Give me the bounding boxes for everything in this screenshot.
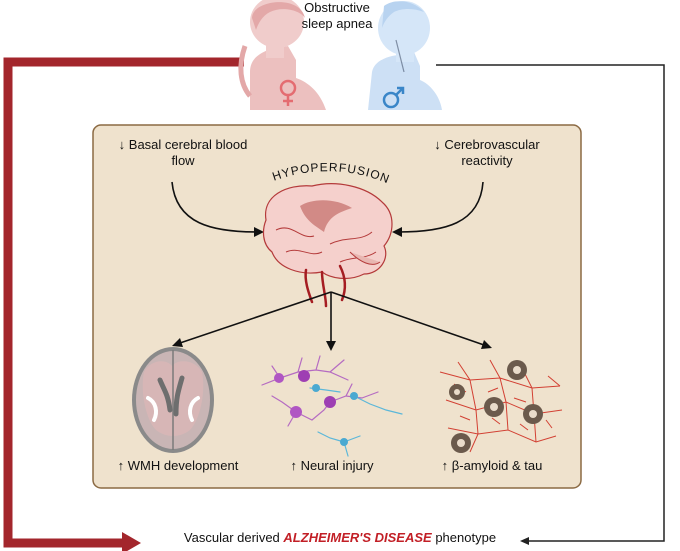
neurons-icon <box>261 355 403 457</box>
left-factor-label: ↓ Basal cerebral blood flow <box>118 137 248 168</box>
brain-mri-icon <box>132 347 214 453</box>
outcome-wmh-label: ↑ WMH development <box>117 458 239 473</box>
brain-hypoperfusion-icon <box>262 183 393 308</box>
right-factor-label: ↓ Cerebrovascular reactivity <box>434 137 540 168</box>
phenotype-suffix: phenotype <box>435 530 497 545</box>
alzheimers-disease-label: ALZHEIMER'S DISEASE <box>283 530 432 545</box>
male-symbol-icon <box>382 86 405 109</box>
outcome-phenotype-line: Vascular derived ALZHEIMER'S DISEASE phe… <box>0 530 680 546</box>
amyloid-plaques-icon <box>439 359 563 453</box>
sleep-apnea-title: Obstructive sleep apnea <box>301 0 373 31</box>
female-figure-icon <box>238 0 326 110</box>
outcome-neural-label: ↑ Neural injury <box>290 458 374 473</box>
male-pathway-arrow <box>436 64 665 545</box>
left-factor-arrow <box>171 181 264 237</box>
female-pathway-arrow <box>3 57 244 551</box>
branch-arrows <box>172 291 492 351</box>
right-factor-arrow <box>392 181 484 237</box>
outcome-amyloid-label: ↑ β-amyloid & tau <box>441 458 543 473</box>
phenotype-prefix: Vascular derived <box>183 530 280 545</box>
female-symbol-icon <box>279 79 297 106</box>
